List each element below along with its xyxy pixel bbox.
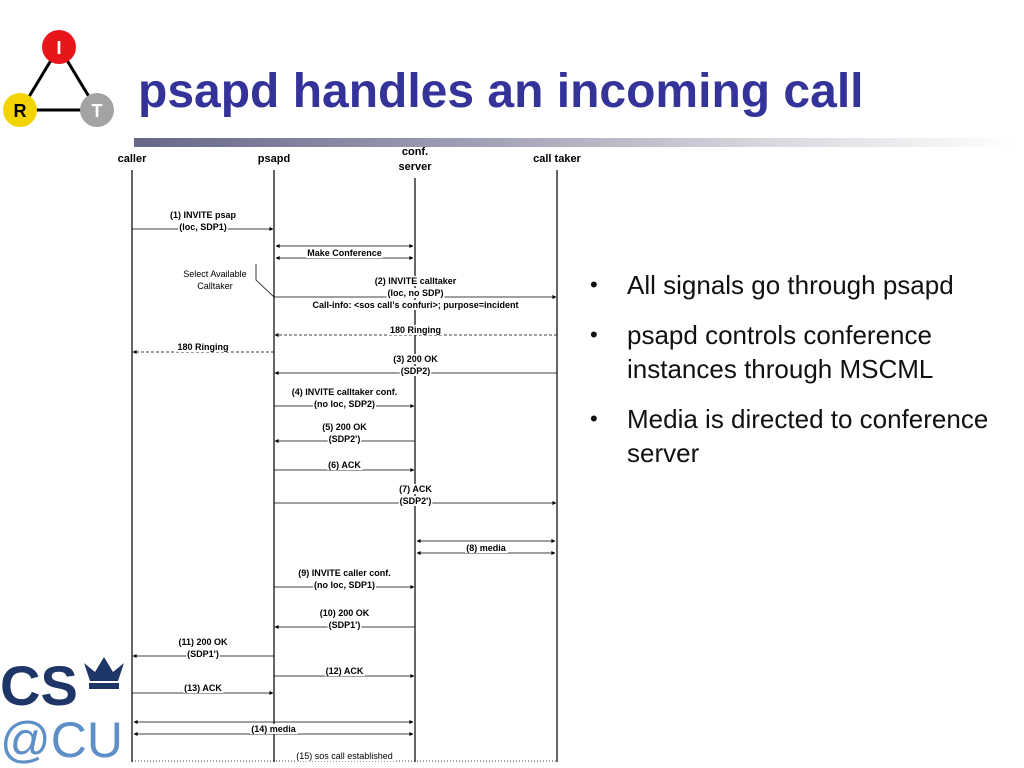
logo-r-circle	[3, 93, 37, 127]
note-label: Calltaker	[197, 281, 233, 291]
message-label: (no loc, SDP2)	[314, 399, 375, 409]
bullet-item: All signals go through psapd	[588, 268, 1008, 302]
message-label: (5) 200 OK	[322, 422, 367, 432]
message-label-bg	[398, 484, 434, 494]
logo-i-letter: I	[56, 38, 61, 58]
message-label-bg	[324, 666, 365, 676]
message-label: (no loc, SDP1)	[314, 580, 375, 590]
message-label: (SDP1')	[329, 620, 361, 630]
message-label: (14) media	[251, 724, 297, 734]
message-label: (SDP1')	[187, 649, 219, 659]
message-label: 180 Ringing	[177, 342, 228, 352]
message-label: (SDP2')	[400, 496, 432, 506]
logo-r-letter: R	[14, 101, 27, 121]
irt-logo: I R T	[3, 30, 114, 127]
message-label-bg	[312, 399, 377, 409]
message-label-bg	[388, 325, 443, 335]
message-label: (SDP2)	[401, 366, 431, 376]
message-label: (loc, no SDP)	[388, 288, 444, 298]
note-label: Select Available	[183, 269, 246, 279]
message-label: (13) ACK	[184, 683, 222, 693]
message-label-bg	[398, 496, 433, 506]
message-label-bg	[327, 434, 362, 444]
message-label-bg	[177, 637, 230, 647]
message-label-bg	[186, 649, 220, 659]
lane-label-conf: server	[398, 161, 432, 173]
message-label-bg	[306, 248, 383, 258]
message-label: (3) 200 OK	[393, 354, 438, 364]
message-label: Call-info: <sos call’s confuri>; purpose…	[313, 300, 519, 310]
message-label: (9) INVITE caller conf.	[298, 568, 391, 578]
cs-cu-logo: CS @CU	[0, 655, 124, 765]
crown-icon	[84, 657, 124, 689]
message-label: Make Conference	[307, 248, 382, 258]
message-label-bg	[386, 288, 445, 298]
bullet-list: All signals go through psapd psapd contr…	[588, 268, 1008, 486]
message-label: (1) INVITE psap	[170, 210, 237, 220]
message-label-bg	[465, 543, 508, 553]
message-label-bg	[183, 683, 224, 693]
message-label-bg	[327, 460, 363, 470]
logo-t-circle	[80, 93, 114, 127]
lane-label-conf: conf.	[402, 146, 428, 158]
message-label: (11) 200 OK	[178, 637, 228, 647]
message-label-bg	[297, 568, 392, 578]
message-label-bg	[392, 354, 440, 364]
message-label: (6) ACK	[328, 460, 361, 470]
lane-label-psapd: psapd	[258, 153, 290, 165]
note-connector	[255, 264, 275, 298]
message-label-bg	[295, 751, 394, 761]
cs-logo-text: CS	[0, 655, 78, 717]
title-rule	[134, 138, 1014, 147]
message-label: (10) 200 OK	[320, 608, 370, 618]
message-label: (12) ACK	[326, 666, 364, 676]
message-label-bg	[373, 276, 458, 286]
message-label: (2) INVITE calltaker	[375, 276, 457, 286]
lane-label-caller: caller	[118, 153, 147, 165]
message-label: 180 Ringing	[390, 325, 441, 335]
message-label: (4) INVITE calltaker conf.	[292, 387, 398, 397]
message-label-bg	[250, 724, 298, 734]
message-label-bg	[321, 422, 369, 432]
message-label-bg	[318, 608, 371, 618]
message-label-bg	[311, 300, 520, 310]
message-label-bg	[290, 387, 399, 397]
message-label: (loc, SDP1)	[179, 222, 227, 232]
bullet-item: Media is directed to conference server	[588, 402, 1008, 470]
message-label-bg	[327, 620, 362, 630]
message-label-bg	[176, 342, 230, 352]
message-label: (SDP2')	[329, 434, 361, 444]
slide-title: psapd handles an incoming call	[138, 65, 864, 118]
message-label-bg	[399, 366, 432, 376]
message-label: (7) ACK	[399, 484, 432, 494]
logo-t-letter: T	[92, 101, 103, 121]
message-label: (8) media	[466, 543, 507, 553]
bullet-item: psapd controls conference instances thro…	[588, 318, 1008, 386]
logo-i-circle	[42, 30, 76, 64]
cu-logo-text: @CU	[0, 712, 123, 765]
lane-label-taker: call taker	[533, 153, 581, 165]
message-label: (15) sos call established	[296, 751, 393, 761]
message-label-bg	[168, 210, 238, 220]
message-label-bg	[178, 222, 228, 232]
message-label-bg	[312, 580, 377, 590]
